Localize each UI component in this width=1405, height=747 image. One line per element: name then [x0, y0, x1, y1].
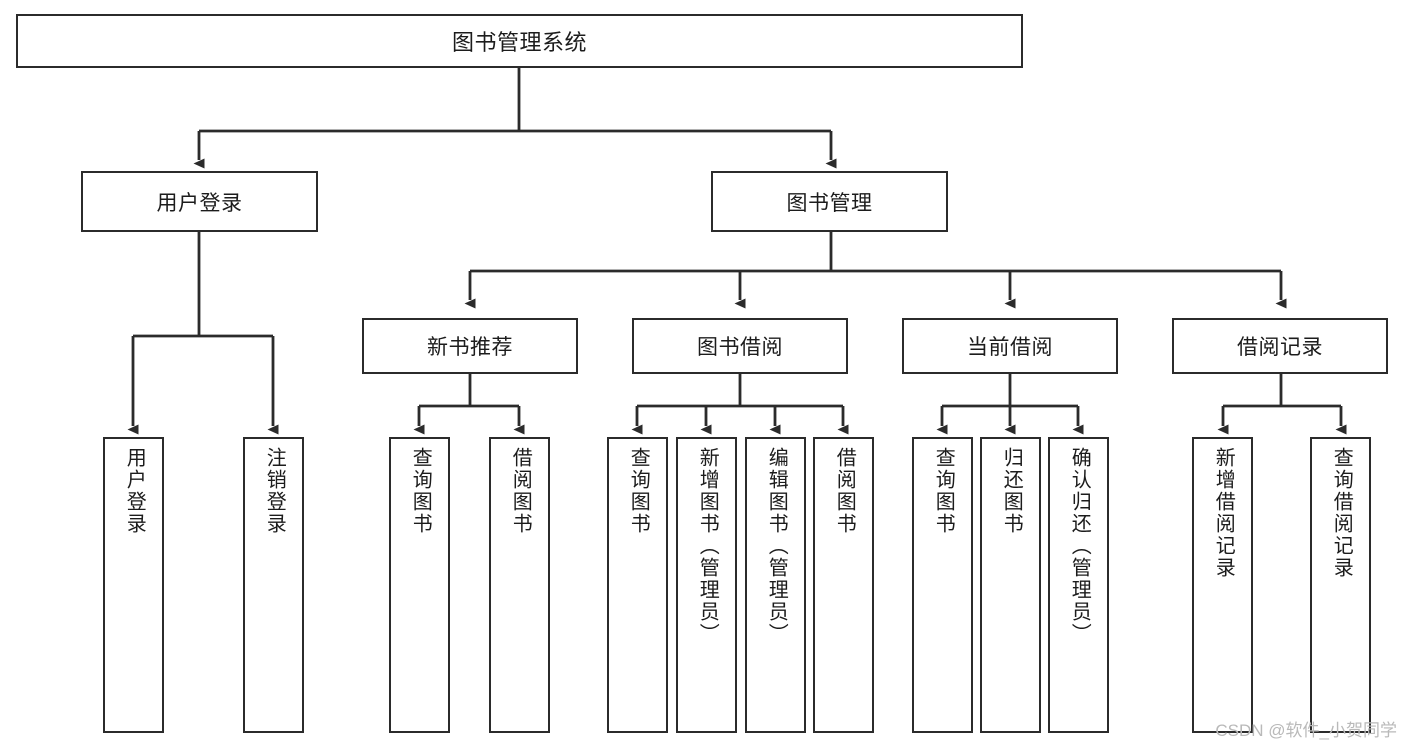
- node-current-borrow[interactable]: 当前借阅: [902, 318, 1118, 374]
- node-book-management[interactable]: 图书管理: [711, 171, 948, 232]
- leaf-user-login-signout[interactable]: 注销登录: [243, 437, 304, 733]
- node-label: 借阅图书: [833, 447, 856, 535]
- node-book-borrow[interactable]: 图书借阅: [632, 318, 848, 374]
- watermark-text: CSDN @软件_小贺同学: [1215, 721, 1397, 740]
- node-label: 查询图书: [932, 447, 955, 535]
- node-label: 图书管理系统: [451, 30, 587, 55]
- node-label: 编辑图书（管理员）: [765, 447, 788, 645]
- leaf-borrow-record-add-record[interactable]: 新增借阅记录: [1192, 437, 1253, 733]
- node-new-book-recommend[interactable]: 新书推荐: [362, 318, 578, 374]
- node-label: 用户登录: [123, 447, 146, 535]
- leaf-borrow-record-query-record[interactable]: 查询借阅记录: [1310, 437, 1371, 733]
- node-label: 新书推荐: [427, 336, 513, 359]
- leaf-new-book-borrow-book[interactable]: 借阅图书: [489, 437, 550, 733]
- node-label: 图书借阅: [697, 336, 783, 359]
- node-label: 当前借阅: [967, 336, 1053, 359]
- node-label: 归还图书: [1000, 447, 1023, 535]
- node-user-login[interactable]: 用户登录: [81, 171, 318, 232]
- node-label: 借阅图书: [509, 447, 532, 535]
- node-label: 注销登录: [263, 447, 286, 535]
- node-label: 确认归还（管理员）: [1068, 447, 1091, 645]
- node-label: 借阅记录: [1237, 336, 1323, 359]
- leaf-book-borrow-edit-book-admin[interactable]: 编辑图书（管理员）: [745, 437, 806, 733]
- leaf-current-borrow-query-book[interactable]: 查询图书: [912, 437, 973, 733]
- leaf-book-borrow-add-book-admin[interactable]: 新增图书（管理员）: [676, 437, 737, 733]
- node-label: 用户登录: [156, 191, 243, 215]
- node-label: 新增借阅记录: [1212, 447, 1235, 579]
- leaf-current-borrow-return-book[interactable]: 归还图书: [980, 437, 1041, 733]
- leaf-user-login-signin[interactable]: 用户登录: [103, 437, 164, 733]
- node-borrow-record[interactable]: 借阅记录: [1172, 318, 1388, 374]
- node-label: 查询图书: [627, 447, 650, 535]
- node-label: 查询借阅记录: [1330, 447, 1353, 579]
- leaf-book-borrow-query-book[interactable]: 查询图书: [607, 437, 668, 733]
- leaf-book-borrow-borrow-book[interactable]: 借阅图书: [813, 437, 874, 733]
- leaf-new-book-query-book[interactable]: 查询图书: [389, 437, 450, 733]
- node-root-book-management-system[interactable]: 图书管理系统: [16, 14, 1023, 68]
- leaf-current-borrow-confirm-return-admin[interactable]: 确认归还（管理员）: [1048, 437, 1109, 733]
- node-label: 新增图书（管理员）: [696, 447, 719, 645]
- node-label: 图书管理: [786, 191, 873, 215]
- node-label: 查询图书: [409, 447, 432, 535]
